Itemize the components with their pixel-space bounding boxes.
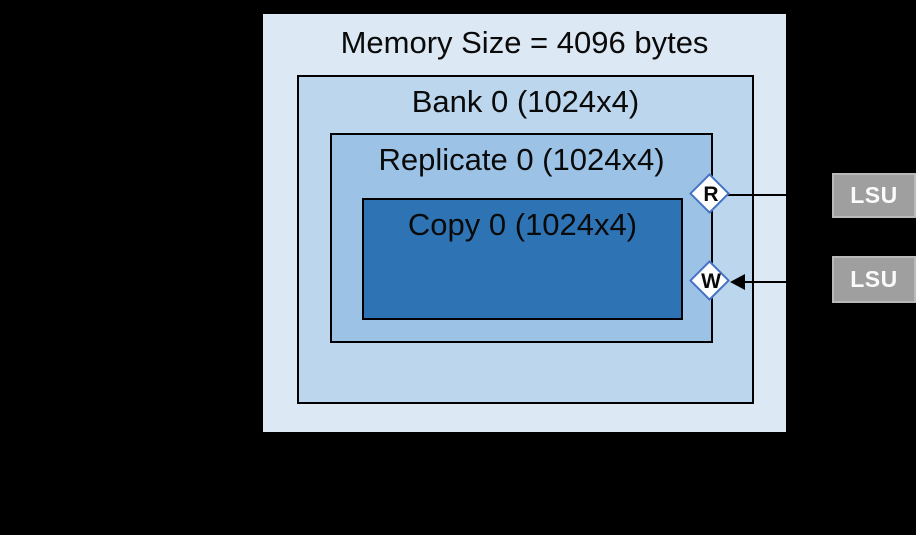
memory-size-title: Memory Size = 4096 bytes [340, 25, 709, 60]
replicate-box: Replicate 0 (1024x4) Copy 0 (1024x4) [330, 133, 713, 343]
write-connector-line [740, 281, 832, 283]
lsu-read-box: LSU [832, 173, 916, 218]
bank-label: Bank 0 (1024x4) [411, 84, 640, 119]
read-connector-line [722, 194, 832, 196]
replicate-label: Replicate 0 (1024x4) [378, 142, 665, 177]
read-port-label: R [703, 183, 719, 206]
copy-label: Copy 0 (1024x4) [407, 207, 638, 242]
write-arrowhead-icon [730, 274, 745, 290]
lsu-write-box: LSU [832, 256, 916, 303]
write-port-diamond: W [688, 259, 734, 305]
copy-box: Copy 0 (1024x4) [362, 198, 683, 320]
read-port-diamond: R [688, 172, 734, 218]
memory-box: Memory Size = 4096 bytes Bank 0 (1024x4)… [263, 14, 786, 432]
write-port-label: W [701, 270, 721, 293]
bank-box: Bank 0 (1024x4) Replicate 0 (1024x4) Cop… [297, 75, 754, 404]
lsu-read-label: LSU [850, 182, 898, 208]
lsu-write-label: LSU [850, 266, 898, 292]
